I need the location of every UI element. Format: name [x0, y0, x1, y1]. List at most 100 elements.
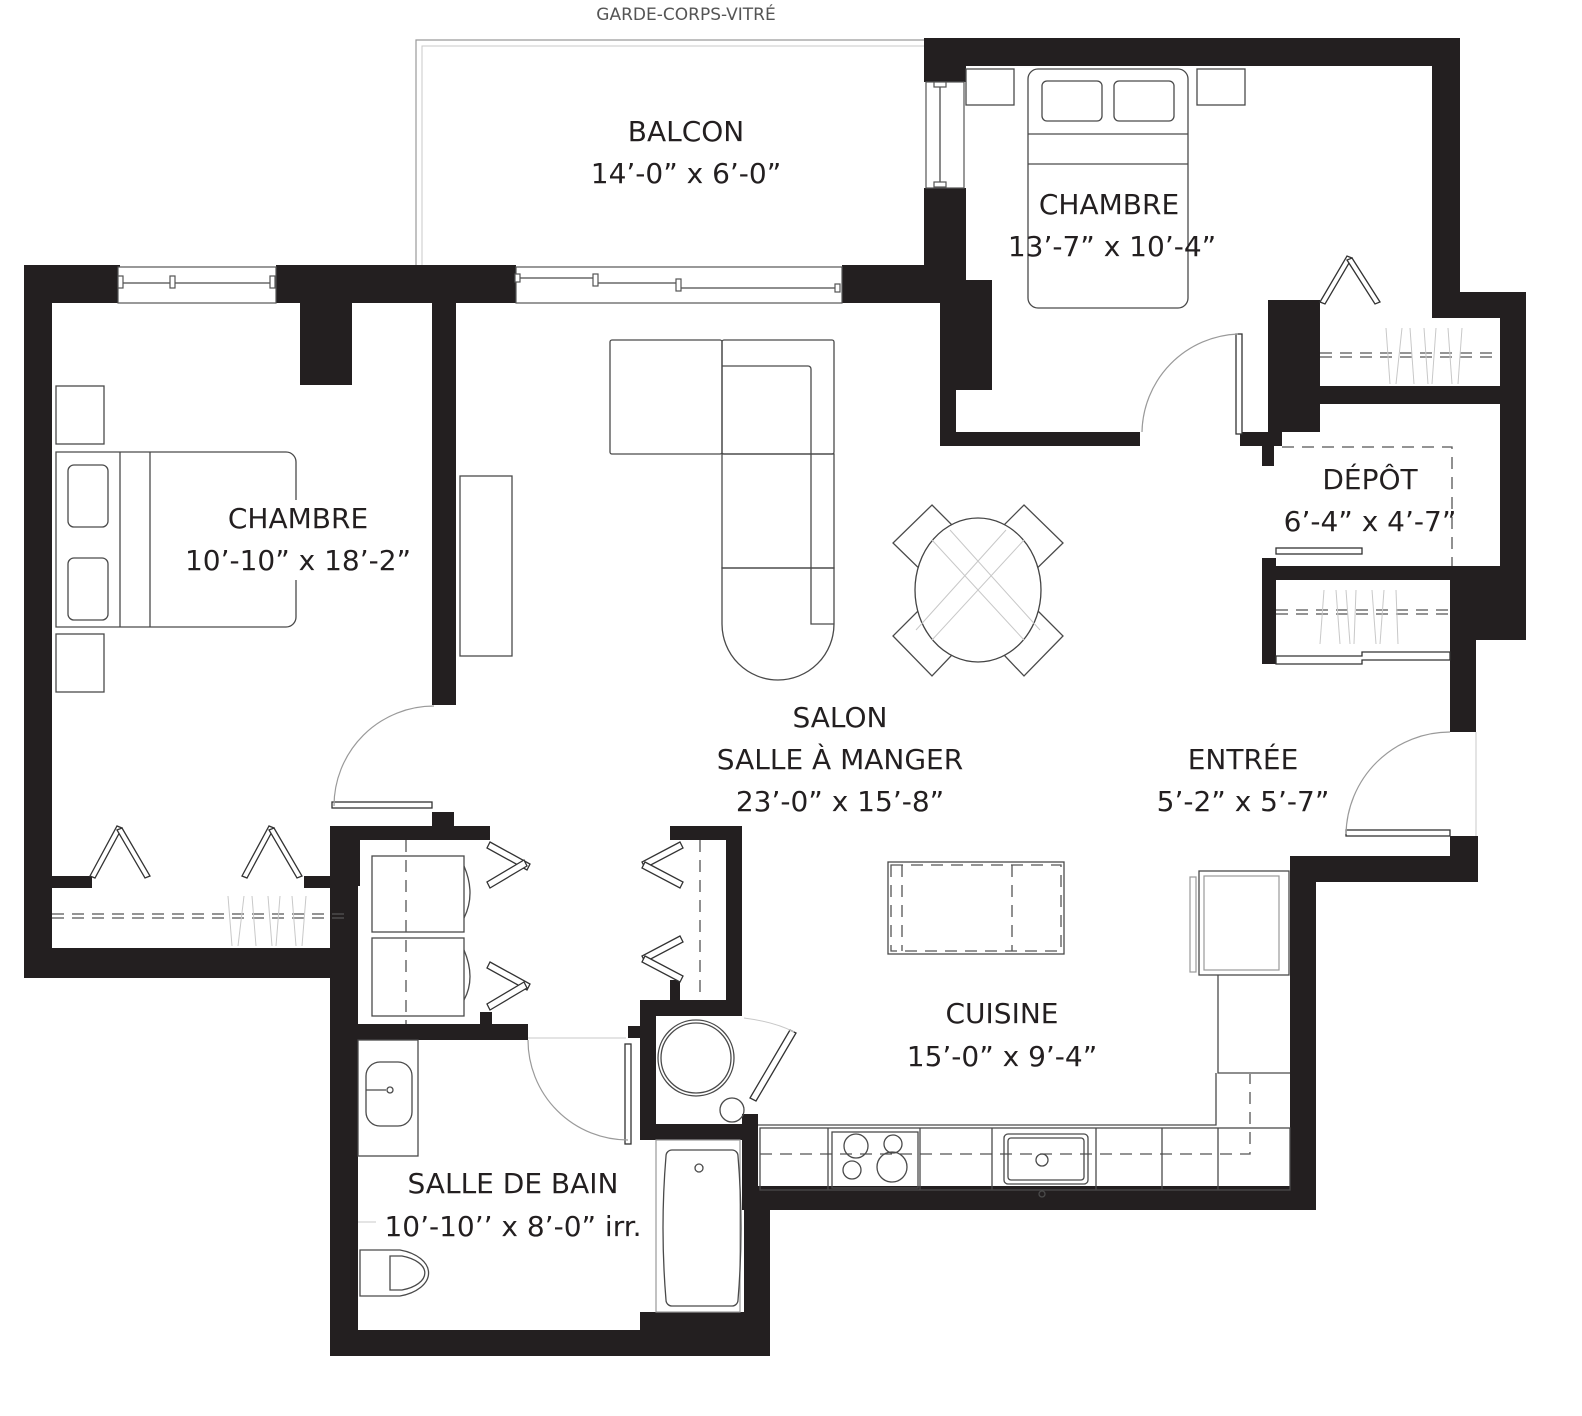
pillow — [67, 557, 109, 621]
wall — [24, 265, 52, 977]
water-heater-door[interactable] — [749, 1029, 797, 1102]
room-dimensions: 13’-7” x 10’-4” — [1008, 230, 1216, 263]
left-bedroom-door[interactable] — [331, 705, 435, 809]
wall — [52, 876, 92, 888]
room-label-chambre-1: CHAMBRE 13’-7” x 10’-4” — [1008, 186, 1216, 263]
pillow — [1041, 80, 1103, 122]
closet-sliding-door[interactable] — [1275, 651, 1451, 665]
sofa-chaise — [721, 567, 835, 681]
room-name-secondary: SALLE À MANGER — [717, 742, 963, 776]
wall — [432, 303, 456, 705]
bifold-door[interactable] — [89, 825, 303, 879]
dryer — [371, 937, 465, 1017]
dining-table — [892, 504, 1064, 677]
vanity — [357, 1039, 419, 1157]
wall — [1240, 432, 1282, 446]
walls — [24, 38, 1526, 1356]
room-label-balcon: BALCON 14’-0” x 6’-0” — [591, 115, 781, 190]
room-name: DÉPÔT — [1322, 462, 1418, 496]
room-dimensions: 5’-2” x 5’-7” — [1157, 785, 1330, 818]
balcony-railing — [415, 39, 928, 265]
wall — [330, 826, 358, 1356]
room-dimensions: 10’-10” x 18’-2” — [185, 544, 411, 577]
toilet — [359, 1249, 430, 1297]
bifold-door[interactable] — [486, 841, 531, 1011]
room-name: SALON — [792, 701, 887, 734]
wall — [640, 1000, 742, 1016]
wall — [1262, 566, 1500, 580]
left-bedroom-furniture — [52, 385, 344, 947]
linen-closet — [641, 840, 701, 1000]
pillow — [67, 464, 109, 528]
kitchen-fixtures — [758, 861, 1291, 1198]
room-dimensions: 15’-0” x 9’-4” — [907, 1040, 1097, 1073]
wall — [1290, 856, 1316, 1210]
right-bedroom-furniture — [965, 68, 1500, 385]
entry-door[interactable] — [1345, 731, 1477, 837]
nightstand — [1196, 68, 1246, 106]
bifold-door[interactable] — [1319, 255, 1381, 305]
sofa-section — [609, 339, 723, 455]
wall — [480, 1012, 492, 1026]
wall — [670, 826, 742, 840]
bathroom-sink — [365, 1061, 413, 1127]
nightstand — [55, 385, 105, 445]
room-label-depot: DÉPÔT 6’-4” x 4’-7” — [1284, 462, 1457, 538]
window-left-bedroom — [117, 266, 277, 304]
wall — [670, 980, 680, 1006]
glass-railing-annotation: GARDE-CORPS-VITRÉ — [596, 3, 775, 25]
wall — [1432, 38, 1460, 308]
bathtub — [655, 1139, 742, 1313]
wall — [1262, 446, 1274, 466]
depot-door[interactable] — [1275, 547, 1363, 555]
wall — [924, 38, 966, 82]
bathroom-door[interactable] — [527, 1037, 632, 1145]
wall — [432, 812, 454, 840]
room-name: ENTRÉE — [1188, 742, 1299, 776]
window-salon-slider — [514, 266, 843, 304]
wall — [276, 265, 516, 303]
room-dimensions: 6’-4” x 4’-7” — [1284, 505, 1457, 538]
bathroom-fixtures — [357, 1039, 742, 1313]
wall — [454, 826, 490, 840]
tv-console — [459, 475, 513, 657]
wall — [726, 826, 742, 1016]
bed — [1027, 68, 1189, 309]
wall — [358, 1024, 528, 1040]
right-bedroom-door[interactable] — [1141, 333, 1243, 435]
kitchen-island — [887, 861, 1065, 955]
room-name: BALCON — [628, 115, 745, 148]
wall — [344, 826, 454, 840]
wall — [940, 280, 956, 446]
sofa-section — [721, 339, 835, 455]
depot-fixtures — [1275, 446, 1453, 665]
wall — [24, 948, 358, 978]
bifold-door[interactable] — [641, 841, 684, 983]
wall — [1268, 386, 1500, 404]
wall — [940, 432, 1140, 446]
kitchen-sink — [1003, 1133, 1089, 1198]
water-heater — [657, 1017, 797, 1123]
nightstand — [965, 68, 1015, 106]
wall — [1262, 558, 1276, 664]
wall — [640, 1000, 656, 1140]
room-name: CHAMBRE — [1039, 188, 1179, 221]
salon-furniture — [459, 339, 1064, 681]
room-dimensions: 10’-10’’ x 8’-0” irr. — [384, 1210, 641, 1243]
room-label-salle-de-bain: SALLE DE BAIN 10’-10’’ x 8’-0” irr. — [384, 1167, 641, 1243]
washer — [371, 855, 465, 933]
pillow — [1113, 80, 1175, 122]
room-label-entree: ENTRÉE 5’-2” x 5’-7” — [1157, 742, 1330, 818]
bed — [55, 451, 297, 628]
refrigerator — [1198, 870, 1290, 976]
wall — [1290, 856, 1478, 882]
wall — [744, 1196, 770, 1356]
wall — [924, 38, 1460, 66]
room-dimensions: 14’-0” x 6’-0” — [591, 157, 781, 190]
wall — [1500, 292, 1526, 640]
room-name: CHAMBRE — [228, 502, 368, 535]
wall — [640, 1124, 756, 1140]
wall — [1268, 300, 1320, 432]
wall — [1450, 580, 1476, 732]
